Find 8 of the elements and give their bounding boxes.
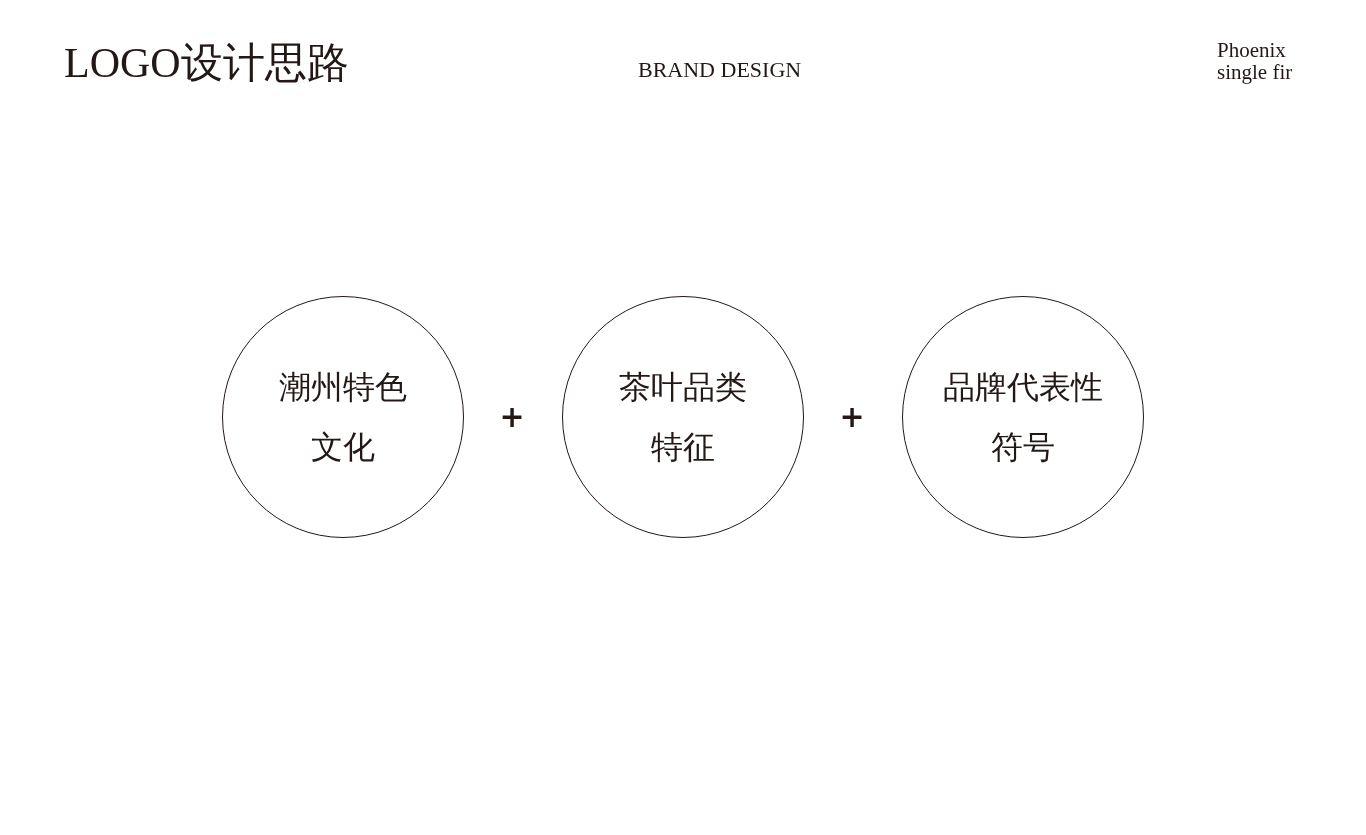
node-text: 茶叶品类特征 xyxy=(618,367,748,468)
page-title: LOGO设计思路 xyxy=(64,39,349,88)
plus-sign: + xyxy=(499,402,525,432)
node-text: 品牌代表性符号 xyxy=(942,367,1104,468)
subtitle-text: Phoenix single fir xyxy=(1217,39,1294,83)
header-text: BRAND DESIGN xyxy=(638,58,803,82)
plus-sign: + xyxy=(839,402,865,432)
node-text: 潮州特色文化 xyxy=(278,367,408,468)
